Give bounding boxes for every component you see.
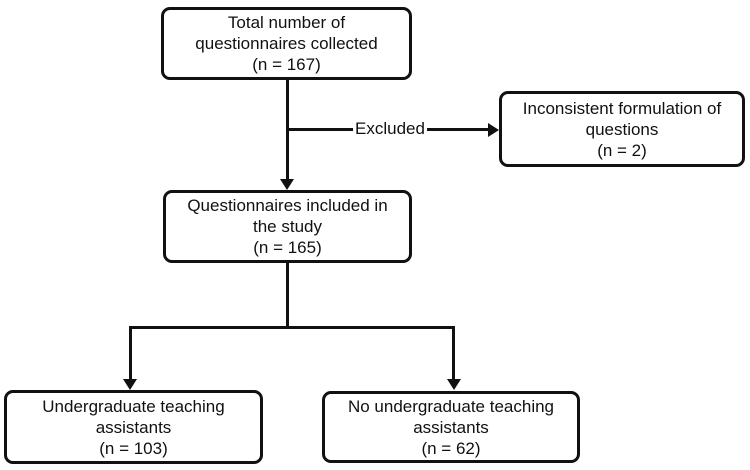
node-text-line: (n = 62)	[421, 438, 481, 458]
arrowhead-right-icon	[488, 123, 499, 137]
edge-label-excluded: Excluded	[353, 119, 427, 139]
arrowhead-down-icon	[123, 379, 137, 390]
connector-branch-to-undergrad-ta	[129, 326, 132, 380]
node-text-line: (n = 165)	[253, 238, 322, 257]
node-no-undergraduate-teaching-assistants: No undergraduate teaching assistants (n …	[322, 391, 580, 463]
node-text-line: the study	[253, 217, 322, 236]
node-text-line: (n = 2)	[597, 140, 647, 160]
node-text-line: (n = 103)	[99, 438, 168, 458]
arrowhead-down-icon	[280, 179, 294, 190]
node-undergraduate-teaching-assistants: Undergraduate teaching assistants (n = 1…	[4, 390, 263, 464]
node-excluded-reason: Inconsistent formulation of questions (n…	[499, 91, 745, 167]
connector-total-to-included	[286, 80, 289, 180]
node-text-line: Undergraduate teaching	[42, 396, 225, 416]
node-text-line: questionnaires collected	[195, 34, 378, 53]
node-text-line: Total number of	[227, 13, 346, 32]
arrowhead-down-icon	[447, 379, 461, 390]
node-text-line: assistants	[413, 417, 489, 437]
node-text-line: questions	[585, 119, 659, 139]
node-text-line: No undergraduate teaching	[347, 396, 555, 416]
connector-branch-horizontal	[129, 326, 455, 329]
node-questionnaires-included: Questionnaires included in the study (n …	[163, 190, 412, 263]
node-text-line: assistants	[95, 417, 172, 437]
node-text-line: Questionnaires included in	[187, 196, 388, 215]
node-text-line: Inconsistent formulation of	[522, 98, 722, 118]
node-text-line: (n = 167)	[252, 55, 321, 74]
node-total-questionnaires: Total number of questionnaires collected…	[161, 7, 412, 80]
connector-branch-to-no-undergrad-ta	[452, 326, 455, 380]
connector-included-down	[286, 263, 289, 328]
